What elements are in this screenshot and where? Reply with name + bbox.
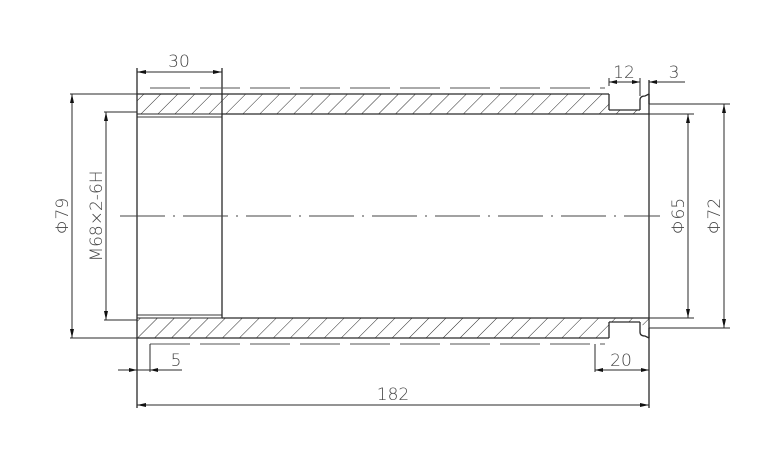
dim-end-step: 3 — [649, 63, 685, 84]
dim-text-5: 5 — [171, 351, 182, 371]
top-wall-hatch — [137, 94, 609, 114]
dim-groove-width: 12 — [609, 63, 640, 84]
dim-text-182: 182 — [377, 385, 409, 405]
dim-groove-diameter: Φ72 — [705, 104, 726, 328]
dim-chamfer-offset: 5 — [118, 351, 182, 372]
dim-text-12: 12 — [613, 63, 635, 83]
top-wall-hatch-right — [609, 104, 649, 114]
bottom-wall-hatch-right — [609, 318, 649, 328]
dim-relief-length: 20 — [595, 351, 649, 372]
dim-outer-diameter: Φ79 — [53, 93, 137, 339]
dim-text-phi72: Φ72 — [705, 198, 725, 234]
hidden-lines — [149, 78, 641, 372]
dim-text-thread: M68×2-6H — [87, 170, 107, 261]
dim-thread-spec: M68×2-6H — [87, 111, 137, 321]
dim-text-phi65: Φ65 — [669, 198, 689, 234]
dim-thread-length: 30 — [137, 52, 222, 74]
dim-bore-diameter: Φ65 — [649, 113, 694, 319]
dim-text-30: 30 — [168, 52, 190, 72]
part-outline — [136, 68, 730, 408]
dim-text-20: 20 — [610, 351, 632, 371]
dim-text-phi79: Φ79 — [53, 198, 73, 234]
dim-text-3: 3 — [669, 63, 680, 83]
dim-overall-length: 182 — [137, 385, 649, 407]
bottom-wall-hatch — [137, 318, 609, 338]
